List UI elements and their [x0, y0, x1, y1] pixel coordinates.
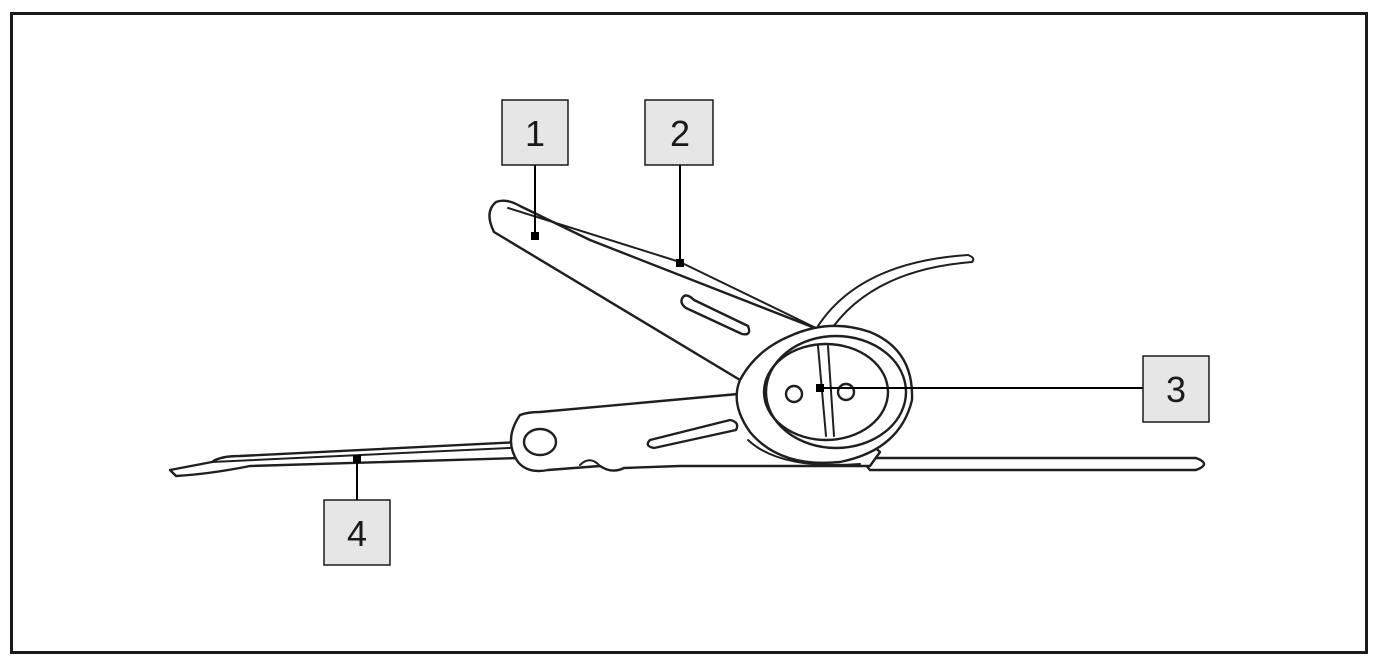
strap-left	[168, 440, 522, 478]
anchor-dot-4	[353, 455, 361, 463]
release-spring	[817, 254, 975, 335]
strap-right	[858, 456, 1206, 472]
leaders	[353, 165, 1143, 500]
callout-1-label: 1	[525, 113, 545, 154]
callout-3: 3	[1142, 355, 1210, 423]
callout-2-label: 2	[670, 113, 690, 154]
callout-4: 4	[323, 499, 391, 566]
ratchet-hub	[735, 324, 914, 466]
callout-1: 1	[501, 99, 569, 166]
anchor-dot-2	[676, 259, 684, 267]
anchor-dot-1	[531, 232, 539, 240]
callout-3-label: 3	[1166, 369, 1186, 410]
callout-2: 2	[644, 99, 714, 166]
anchor-dot-3	[816, 384, 824, 392]
callout-4-label: 4	[347, 513, 367, 554]
diagram-frame	[10, 12, 1368, 654]
